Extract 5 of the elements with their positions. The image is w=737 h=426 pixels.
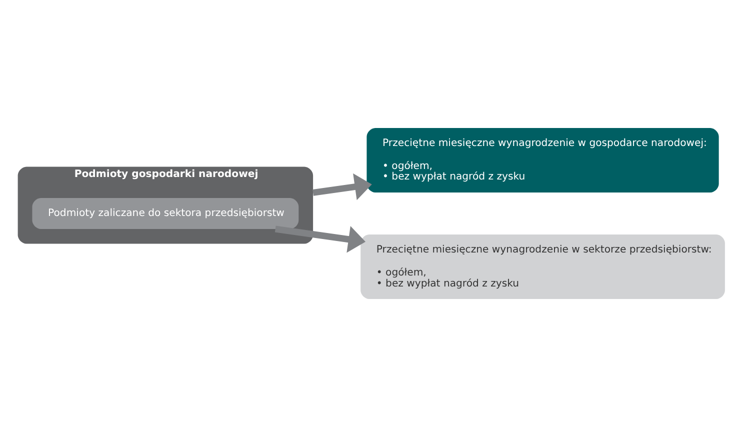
arrow — [312, 172, 372, 200]
arrow — [274, 225, 366, 252]
node-box: Przeciętne miesięczne wynagrodzenie w sektorze przedsiębiorstw: • ogółem, • bez wypłat nagród z zysku — [360, 234, 725, 299]
node-box: Przeciętne miesięczne wynagrodzenie w gospodarce narodowej: • ogółem, • bez wypłat nagród z zysku — [366, 127, 719, 192]
node-box: Podmioty zaliczane do sektora przedsiębiorstw — [32, 198, 299, 228]
